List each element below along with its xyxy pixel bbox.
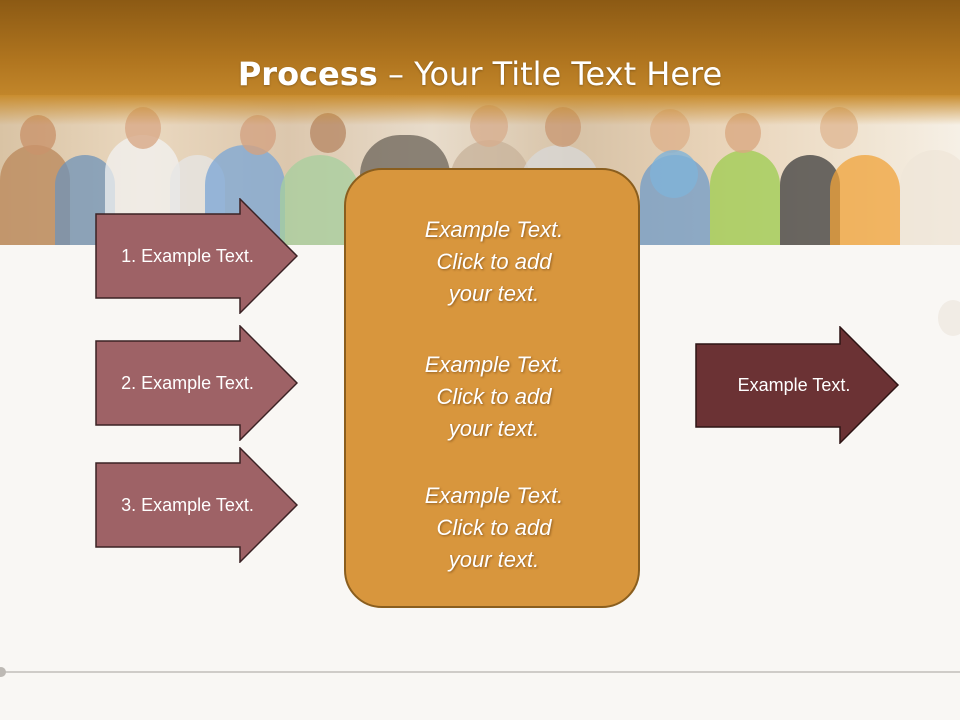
title-rest: – Your Title Text Here — [377, 55, 723, 93]
center-text-box[interactable]: Example Text. Click to add your text. Ex… — [344, 168, 640, 608]
step-arrow-2[interactable]: 2. Example Text. — [95, 325, 298, 441]
paragraph-line: Click to add — [436, 515, 552, 540]
banner-fade — [0, 95, 960, 125]
center-paragraph-1: Example Text. Click to add your text. — [346, 214, 642, 310]
slide-title[interactable]: Process – Your Title Text Here — [0, 54, 960, 94]
result-arrow[interactable]: Example Text. — [695, 326, 900, 444]
divider-endpoint — [0, 667, 6, 677]
decorative-glint — [938, 300, 960, 336]
paragraph-line: Click to add — [436, 249, 552, 274]
header-band — [0, 0, 960, 110]
paragraph-line: your text. — [448, 547, 540, 572]
center-paragraph-3: Example Text. Click to add your text. — [346, 480, 642, 576]
paragraph-line: Example Text. — [424, 352, 564, 377]
step-label: 1. Example Text. — [121, 245, 254, 266]
bottom-divider — [0, 671, 960, 673]
step-label: 3. Example Text. — [121, 494, 254, 515]
paragraph-line: Example Text. — [424, 483, 564, 508]
step-label: 2. Example Text. — [121, 372, 254, 393]
step-arrow-3[interactable]: 3. Example Text. — [95, 447, 298, 563]
arrow-shape — [95, 325, 298, 441]
paragraph-line: Example Text. — [424, 217, 564, 242]
center-paragraph-2: Example Text. Click to add your text. — [346, 349, 642, 445]
step-arrow-1[interactable]: 1. Example Text. — [95, 198, 298, 314]
result-label: Example Text. — [737, 374, 851, 395]
title-bold: Process — [237, 55, 378, 93]
paragraph-line: Click to add — [436, 384, 552, 409]
arrow-shape — [95, 447, 298, 563]
paragraph-line: your text. — [448, 416, 540, 441]
arrow-shape — [95, 198, 298, 314]
paragraph-line: your text. — [448, 281, 540, 306]
arrow-shape — [695, 326, 900, 444]
